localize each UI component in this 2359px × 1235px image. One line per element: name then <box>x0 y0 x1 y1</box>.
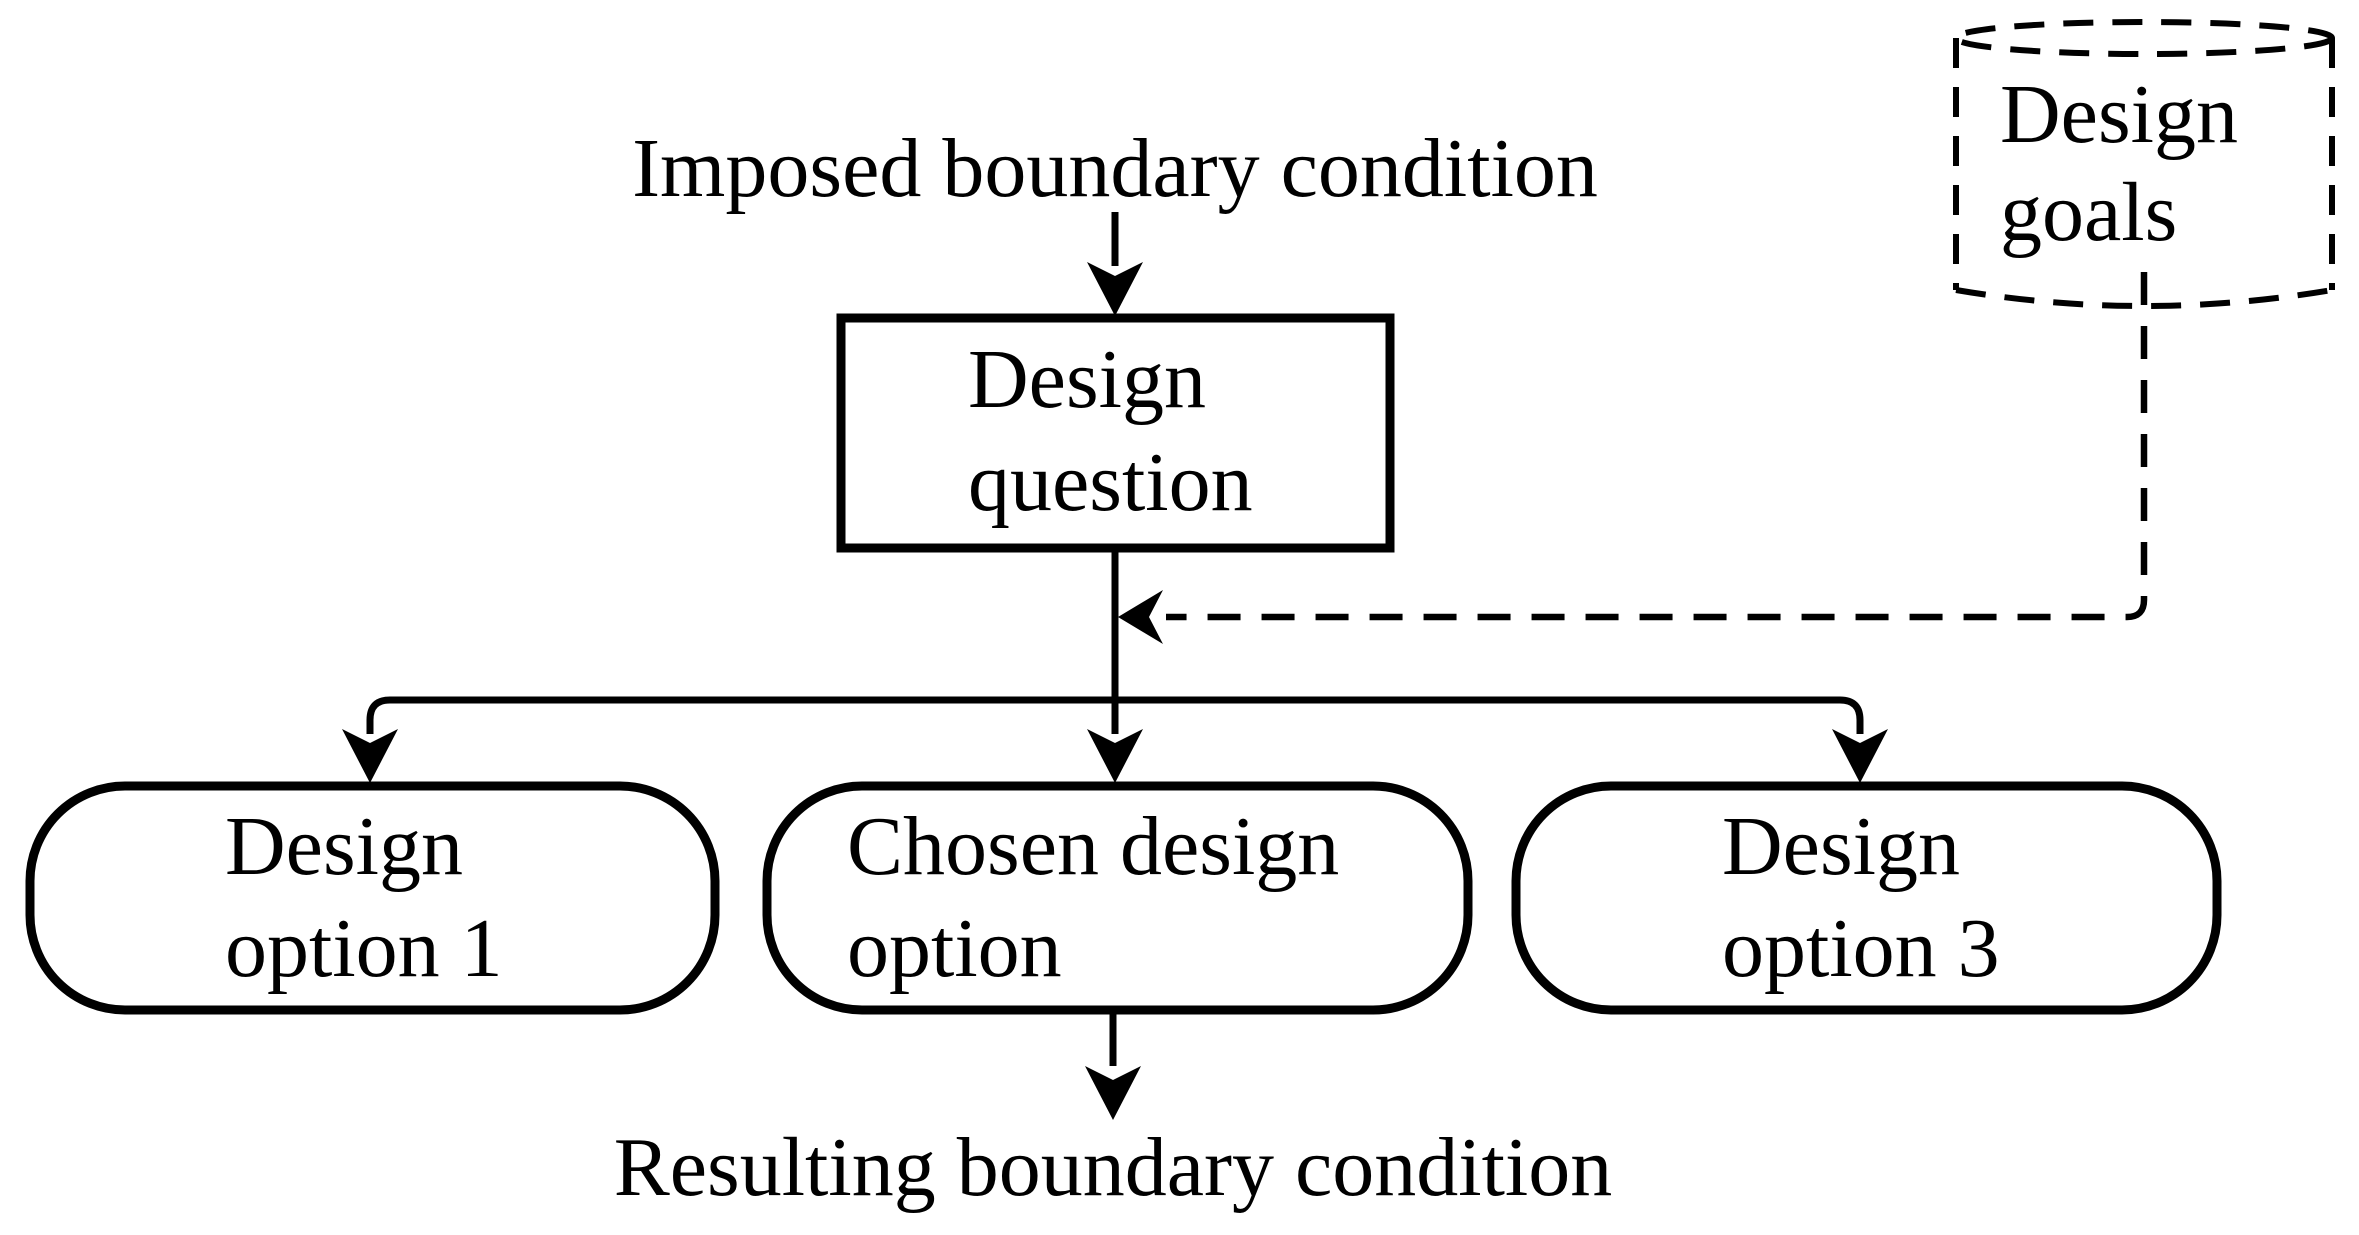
chosen-design-option-node: Chosen design option <box>762 781 1473 1015</box>
chosen-design-option-label-line2: option <box>847 902 1062 995</box>
arrowhead-down-icon <box>1085 1066 1141 1120</box>
resulting-boundary-condition-label: Resulting boundary condition <box>614 1121 1613 1214</box>
arrowhead-down-icon <box>1087 262 1143 316</box>
branch-line <box>342 696 1888 783</box>
design-goals-label-line1: Design <box>2000 68 2238 161</box>
arrowhead-down-icon <box>342 729 398 783</box>
imposed-boundary-condition-label: Imposed boundary condition <box>632 122 1598 215</box>
stadium-shape <box>762 781 1473 1015</box>
design-option-1-label-line1: Design <box>225 800 463 893</box>
design-option-3-label-line2: option 3 <box>1722 902 2000 995</box>
dashed-connector <box>1166 272 2148 621</box>
design-option-3-label-line1: Design <box>1722 800 1960 893</box>
design-question-box: Design question <box>836 313 1395 553</box>
design-option-1-node: Design option 1 <box>25 781 720 1015</box>
design-question-label-line1: Design <box>968 333 1206 426</box>
branch-connector <box>366 696 1864 734</box>
arrow-question-to-chosen <box>1087 548 1143 783</box>
design-question-label-line2: question <box>968 436 1253 529</box>
stadium-shape <box>1511 781 2222 1015</box>
design-option-3-node: Design option 3 <box>1511 781 2222 1015</box>
cylinder-bottom-arc <box>1955 287 2333 309</box>
design-goals-cylinder: Design goals <box>1953 19 2335 309</box>
chosen-design-option-label-line1: Chosen design <box>847 800 1339 893</box>
arrow-chosen-to-resulting <box>1085 1011 1141 1120</box>
stadium-shape <box>25 781 720 1015</box>
dashed-arrow-goals-to-flow <box>1118 272 2148 644</box>
design-goals-label-line2: goals <box>2000 166 2177 259</box>
arrowhead-left-icon <box>1118 590 1163 644</box>
arrowhead-down-icon <box>1832 729 1888 783</box>
arrowhead-down-icon <box>1087 729 1143 783</box>
arrow-imposed-to-question <box>1087 212 1143 316</box>
cylinder-top-ellipse <box>1953 19 2335 57</box>
design-option-1-label-line2: option 1 <box>225 902 503 995</box>
